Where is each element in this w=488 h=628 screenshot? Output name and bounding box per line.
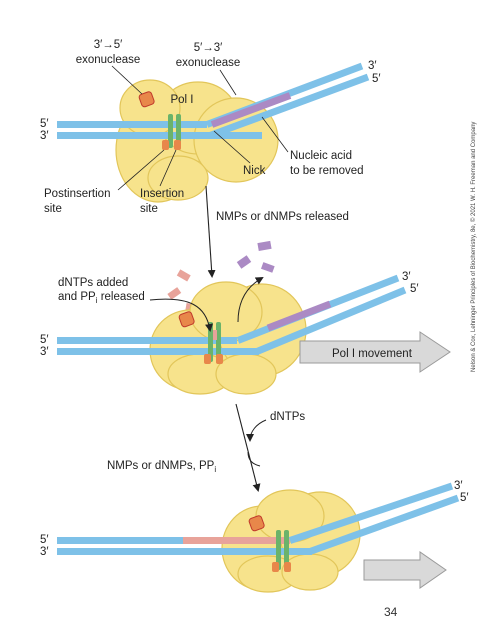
- panel-1: 3′→5′ exonuclease 5′→3′ exonuclease Pol …: [40, 39, 381, 215]
- exo53-label-1: 5′→3′: [194, 42, 223, 54]
- credit-line: Nelson & Cox, Lehninger Principles of Bi…: [470, 122, 477, 372]
- dntp-piece: [176, 269, 191, 282]
- p2-5prime-right: 5′: [410, 283, 419, 295]
- exo35-label-2: exonuclease: [76, 54, 141, 66]
- page-number: 34: [384, 605, 398, 619]
- postinsertion-site: [162, 140, 169, 150]
- p2-3prime-left: 3′: [40, 346, 49, 358]
- step-arrow-2: [235, 403, 261, 492]
- pol-i-label: Pol I: [170, 94, 193, 106]
- dna-duplex: [57, 62, 370, 139]
- exo-3-5-site: [138, 91, 155, 108]
- panel-3: 5′ 3′ 3′ 5′: [40, 480, 469, 593]
- nucleic-acid-label-1: Nucleic acid: [290, 150, 352, 162]
- nick-label: Nick: [243, 165, 266, 177]
- pol-i-movement-arrow: [299, 331, 451, 373]
- new-strand: [183, 537, 290, 544]
- released-label: NMPs or dNMPs released: [216, 211, 349, 223]
- movement-arrow-3: [363, 551, 447, 589]
- p3-3prime-left: 3′: [40, 546, 49, 558]
- nmps-label: NMPs or dNMPs, PPi: [107, 460, 216, 474]
- p1-5prime-left: 5′: [40, 118, 49, 130]
- p2-5prime-left: 5′: [40, 334, 49, 346]
- p3-5prime-left: 5′: [40, 534, 49, 546]
- p2-3prime-right: 3′: [402, 271, 411, 283]
- p1-5prime-right: 5′: [372, 73, 381, 85]
- dntps-added-label-2: and PPi released: [58, 291, 145, 305]
- exo35-label-1: 3′→5′: [94, 39, 123, 51]
- dntps-added-label-1: dNTPs added: [58, 277, 128, 289]
- dntps-label: dNTPs: [270, 411, 305, 423]
- movement-label: Pol I movement: [332, 348, 413, 360]
- bottom-strand: [57, 132, 262, 139]
- insertion-label-2: site: [140, 203, 158, 215]
- nucleic-acid-to-remove: [210, 92, 292, 128]
- insertion-site-green: [168, 114, 173, 148]
- insertion-site: [174, 140, 181, 150]
- released-fragment: [257, 240, 272, 251]
- postinsertion-label-2: site: [44, 203, 62, 215]
- insertion-label-1: Insertion: [140, 188, 184, 200]
- step-arrow-1: [205, 185, 216, 278]
- nucleic-acid-label-2: to be removed: [290, 165, 364, 177]
- p1-3prime-right: 3′: [368, 60, 377, 72]
- p1-3prime-left: 3′: [40, 130, 49, 142]
- p3-3prime-right: 3′: [454, 480, 463, 492]
- panel-2: dNTPs added and PPi released 5′ 3′ 3′ 5′…: [40, 240, 451, 395]
- p3-5prime-right: 5′: [460, 492, 469, 504]
- template-strand-left: [57, 121, 207, 128]
- postinsertion-label-1: Postinsertion: [44, 188, 110, 200]
- exo53-label-2: exonuclease: [176, 57, 241, 69]
